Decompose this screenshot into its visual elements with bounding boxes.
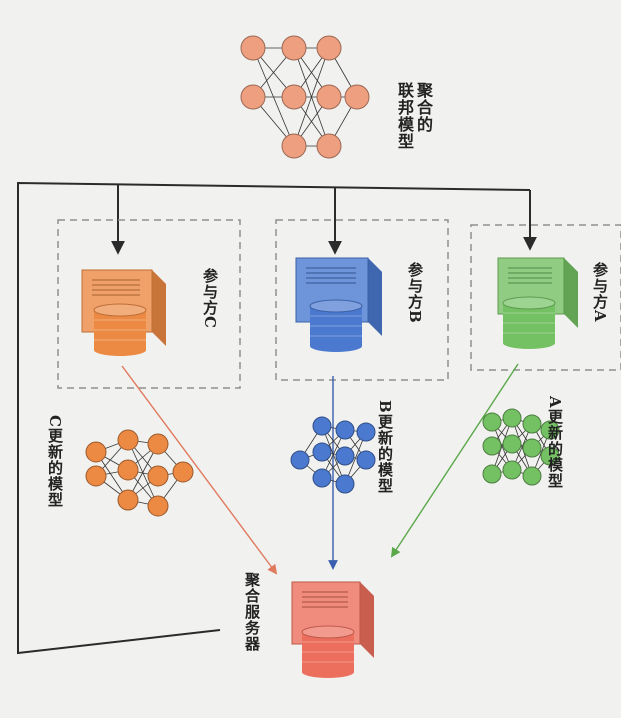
participant-boxes	[57, 219, 621, 389]
neuron	[240, 84, 266, 110]
model-a-network	[482, 408, 560, 486]
neuron	[344, 84, 370, 110]
participant-a-label: 参与方A	[591, 262, 609, 323]
neuron	[482, 464, 502, 484]
neuron	[502, 408, 522, 428]
neuron	[85, 465, 107, 487]
neuron	[117, 489, 139, 511]
participant-a-server	[497, 257, 578, 349]
neuron	[522, 414, 542, 434]
neuron	[540, 446, 560, 466]
neuron	[522, 466, 542, 486]
network-edge	[321, 425, 346, 485]
update-arrows	[121, 363, 519, 575]
neuron	[522, 438, 542, 458]
neuron	[356, 422, 376, 442]
neuron	[240, 35, 266, 61]
database-icon	[502, 296, 556, 349]
participant-c-server	[81, 269, 166, 356]
neuron	[281, 35, 307, 61]
neuron	[147, 433, 169, 455]
neuron	[482, 412, 502, 432]
global-model-label: 聚合的 联邦模型	[395, 82, 433, 150]
neuron	[290, 450, 310, 470]
global-model-network	[240, 35, 370, 159]
neuron	[172, 461, 194, 483]
neuron	[147, 465, 169, 487]
neuron	[312, 416, 332, 436]
network-edge	[293, 47, 330, 147]
neuron	[85, 441, 107, 463]
participant-box-c	[57, 219, 241, 389]
participant-b-server	[295, 257, 382, 352]
neuron	[281, 133, 307, 159]
update-b-label: B更新的模型	[376, 400, 394, 494]
neuron	[316, 35, 342, 61]
neuron	[117, 459, 139, 481]
aggregation-server	[291, 581, 374, 678]
neuron	[117, 429, 139, 451]
neuron	[316, 84, 342, 110]
participant-b-label: 参与方B	[406, 262, 424, 324]
neuron	[316, 133, 342, 159]
participant-box-b	[275, 219, 449, 381]
model-c-network	[85, 429, 194, 517]
update-a-label: A更新的模型	[546, 396, 564, 489]
database-icon	[309, 299, 363, 352]
neuron	[335, 474, 355, 494]
participant-box-a	[470, 224, 621, 371]
neuron	[540, 420, 560, 440]
neuron	[502, 434, 522, 454]
neuron	[312, 442, 332, 462]
aggregation-server-label: 聚合服务器	[243, 572, 261, 652]
neuron	[312, 468, 332, 488]
neuron	[356, 450, 376, 470]
database-icon	[93, 303, 147, 356]
neuron	[502, 460, 522, 480]
neuron	[335, 420, 355, 440]
neuron	[281, 84, 307, 110]
model-b-network	[290, 416, 376, 494]
network-edge	[127, 443, 159, 501]
participant-c-label: 参与方C	[201, 268, 219, 329]
database-icon	[301, 625, 355, 678]
neuron	[335, 446, 355, 466]
feedback-loop	[17, 181, 537, 655]
neuron	[147, 495, 169, 517]
network-edge	[491, 417, 513, 475]
neuron	[482, 436, 502, 456]
update-c-label: C更新的模型	[46, 415, 64, 508]
